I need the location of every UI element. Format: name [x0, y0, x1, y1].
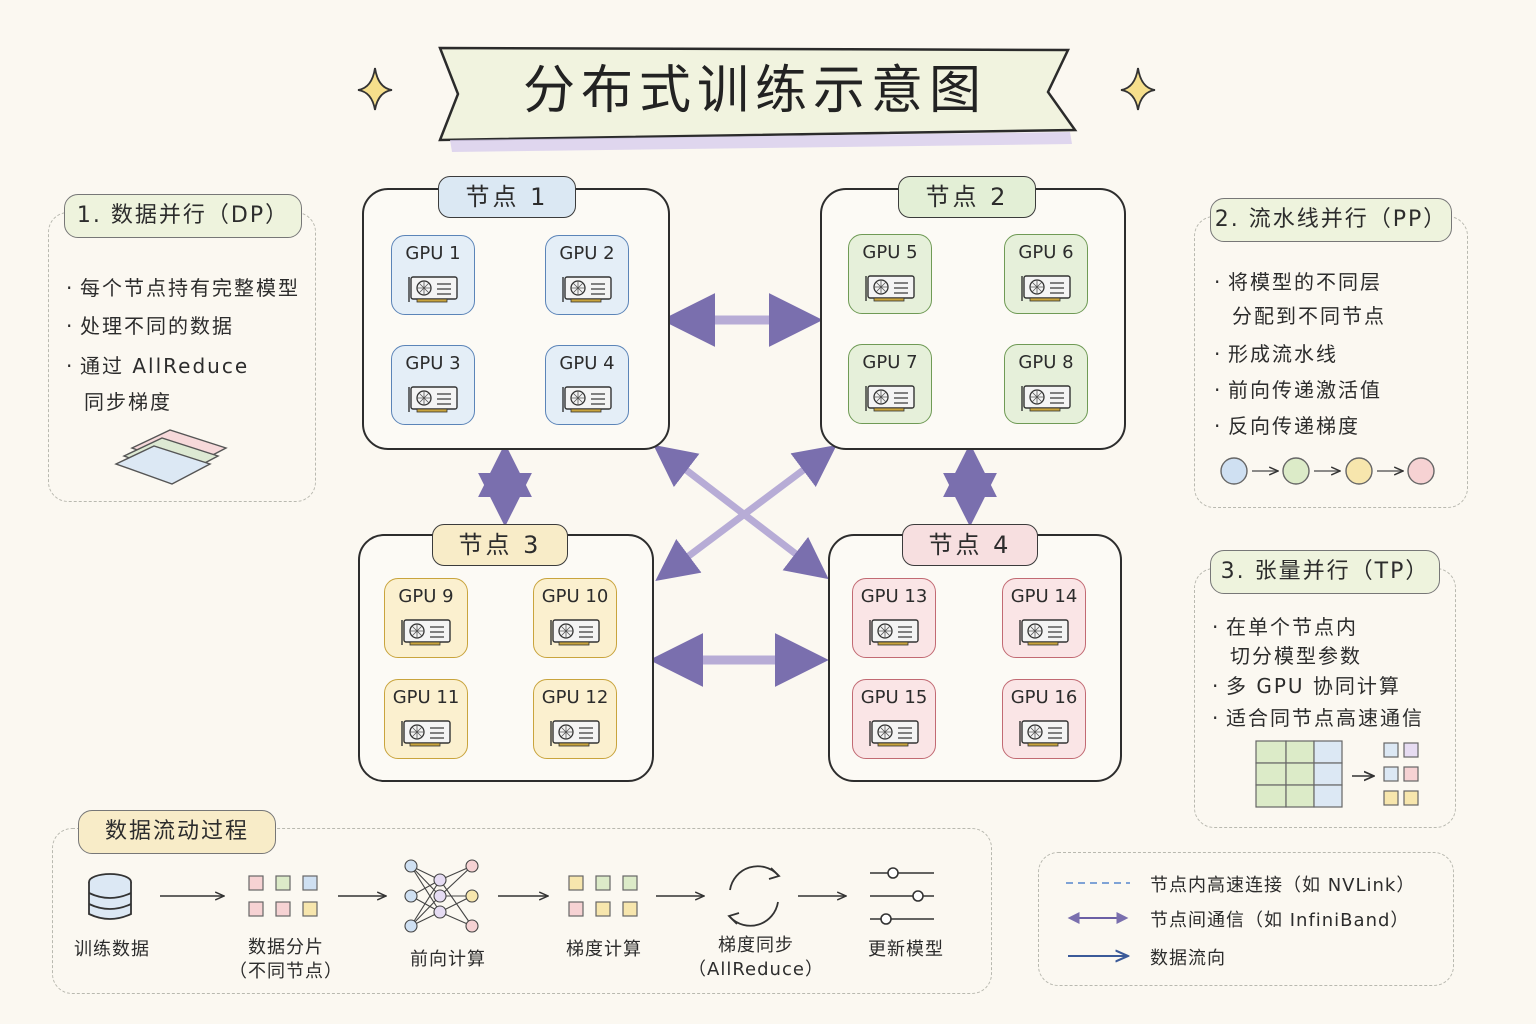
node-2-label: 节点 2	[898, 176, 1036, 218]
gpu-card[interactable]: GPU 15	[852, 679, 936, 759]
tp-bullet: ·在单个节点内	[1212, 615, 1358, 639]
data-flow-title: 数据流动过程	[78, 810, 276, 854]
node-1-label: 节点 1	[438, 176, 576, 218]
gpu-card[interactable]: GPU 14	[1002, 578, 1086, 658]
gpu-card[interactable]: GPU 5	[848, 234, 932, 314]
pp-bullet: ·反向传递梯度	[1214, 414, 1360, 438]
tp-bullet-continuation: 切分模型参数	[1230, 644, 1362, 668]
data-flow-panel	[52, 828, 992, 994]
gpu-icon	[869, 619, 919, 646]
dp-bullet: ·处理不同的数据	[66, 314, 234, 338]
pp-bullet: ·前向传递激活值	[1214, 378, 1382, 402]
flow-step-label: 前向计算	[410, 949, 486, 970]
gpu-icon	[562, 276, 612, 303]
pp-bullet: ·形成流水线	[1214, 342, 1338, 366]
tp-bullet: ·适合同节点高速通信	[1212, 706, 1424, 730]
gpu-icon	[408, 276, 458, 303]
dp-title: 1. 数据并行（DP）	[64, 194, 302, 238]
pp-bullet: ·将模型的不同层	[1214, 270, 1382, 294]
tensor-split-icon	[1255, 740, 1419, 808]
gpu-card[interactable]: GPU 3	[391, 345, 475, 425]
sliders-icon	[870, 867, 934, 925]
gpu-icon	[401, 619, 451, 646]
gpu-icon	[550, 619, 600, 646]
gpu-icon	[401, 720, 451, 747]
flow-step-label: 梯度同步（AllReduce）	[688, 935, 824, 980]
flow-step-label: 数据分片（不同节点）	[229, 937, 343, 982]
tp-title: 3. 张量并行（TP）	[1210, 550, 1440, 594]
gpu-icon	[1021, 385, 1071, 412]
inter-node-link	[655, 444, 837, 582]
gradient-grid-icon	[568, 875, 638, 917]
legend-flow-label: 数据流向	[1150, 948, 1226, 969]
pp-bullet-continuation: 分配到不同节点	[1232, 304, 1386, 328]
neural-network-icon	[404, 859, 479, 933]
gpu-icon	[865, 275, 915, 302]
legend-intra-label: 节点内高速连接（如 NVLink）	[1150, 875, 1416, 896]
gpu-icon	[1021, 275, 1071, 302]
gpu-card[interactable]: GPU 6	[1004, 234, 1088, 314]
gpu-card[interactable]: GPU 13	[852, 578, 936, 658]
legend-panel	[1038, 852, 1454, 986]
pp-title: 2. 流水线并行（PP）	[1210, 198, 1452, 242]
gpu-icon	[865, 385, 915, 412]
sparkle-icon	[1120, 67, 1156, 111]
gpu-card[interactable]: GPU 4	[545, 345, 629, 425]
sparkle-icon	[357, 67, 393, 111]
node-4-label: 节点 4	[902, 524, 1038, 566]
gpu-icon	[869, 720, 919, 747]
tp-bullet: ·多 GPU 协同计算	[1212, 674, 1401, 698]
gpu-icon	[562, 386, 612, 413]
gpu-card[interactable]: GPU 16	[1002, 679, 1086, 759]
shards-icon	[248, 875, 318, 917]
flow-step-label: 梯度计算	[566, 939, 642, 960]
dp-bullet-continuation: 同步梯度	[84, 390, 172, 414]
pipeline-icon	[1220, 457, 1435, 485]
gpu-card[interactable]: GPU 10	[533, 578, 617, 658]
gpu-card[interactable]: GPU 12	[533, 679, 617, 759]
dp-bullet: ·通过 AllReduce	[66, 354, 250, 378]
gpu-card[interactable]: GPU 11	[384, 679, 468, 759]
flow-step-label: 更新模型	[868, 939, 944, 960]
gpu-card[interactable]: GPU 2	[545, 235, 629, 315]
gpu-icon	[550, 720, 600, 747]
flow-step-label: 训练数据	[74, 939, 150, 960]
sync-icon	[727, 865, 781, 927]
gpu-card[interactable]: GPU 8	[1004, 344, 1088, 424]
page-title: 分布式训练示意图	[522, 61, 987, 121]
gpu-icon	[1019, 619, 1069, 646]
gpu-icon	[1019, 720, 1069, 747]
data-shards-icon	[114, 429, 228, 485]
title-banner	[438, 46, 1078, 152]
gpu-card[interactable]: GPU 7	[848, 344, 932, 424]
gpu-card[interactable]: GPU 9	[384, 578, 468, 658]
gpu-card[interactable]: GPU 1	[391, 235, 475, 315]
database-icon	[88, 873, 132, 920]
legend-inter-label: 节点间通信（如 InfiniBand）	[1150, 910, 1410, 931]
gpu-icon	[408, 386, 458, 413]
dp-bullet: ·每个节点持有完整模型	[66, 276, 300, 300]
node-3-label: 节点 3	[432, 524, 568, 566]
